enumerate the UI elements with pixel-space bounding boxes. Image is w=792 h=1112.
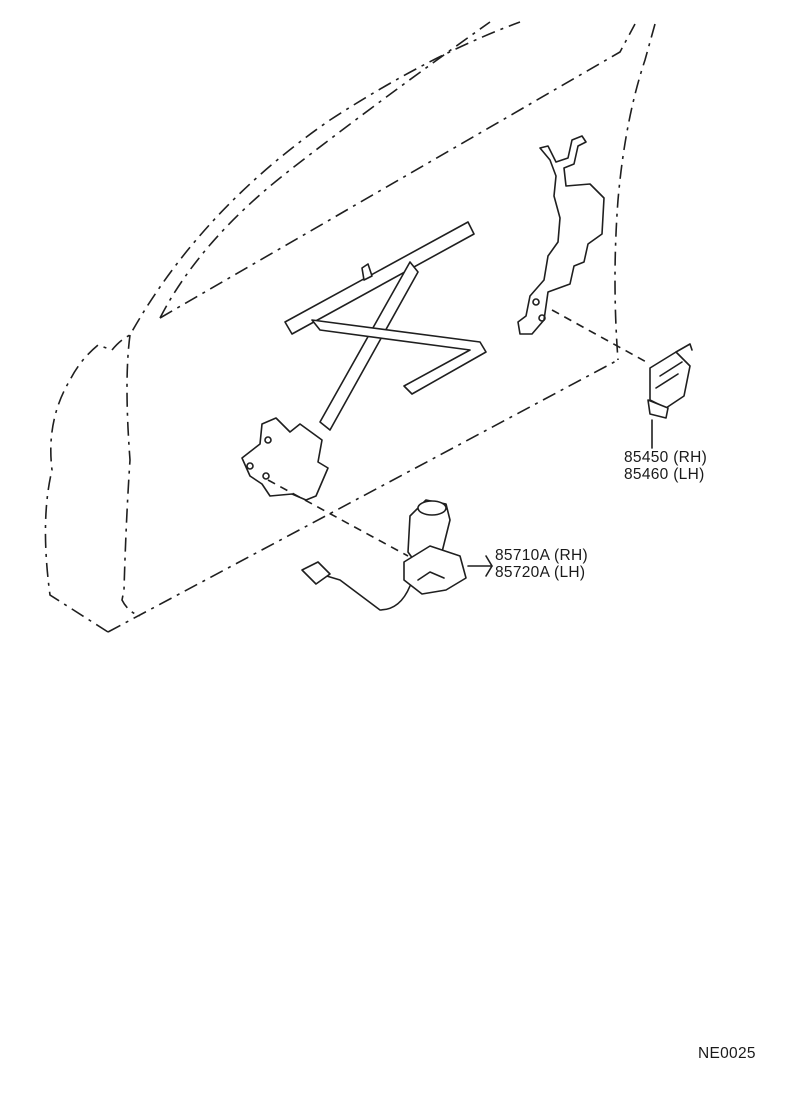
- motor-label-tick: [485, 555, 493, 577]
- door-outline: [44, 21, 656, 633]
- part-number-motor-rh: 85710A (RH): [495, 547, 588, 564]
- part-number-switch-rh: 85450 (RH): [624, 449, 708, 466]
- switch-leader-line: [551, 309, 651, 365]
- rear-guide-bracket: [517, 135, 605, 335]
- window-switch-part: [647, 343, 693, 449]
- window-regulator-arm: [241, 221, 487, 501]
- motor-leader-line: [267, 479, 409, 557]
- part-number-switch-lh: 85460 (LH): [624, 466, 705, 483]
- part-number-motor-lh: 85720A (LH): [495, 564, 586, 581]
- figure-code: NE0025: [698, 1045, 756, 1062]
- regulator-motor-part: [301, 499, 493, 611]
